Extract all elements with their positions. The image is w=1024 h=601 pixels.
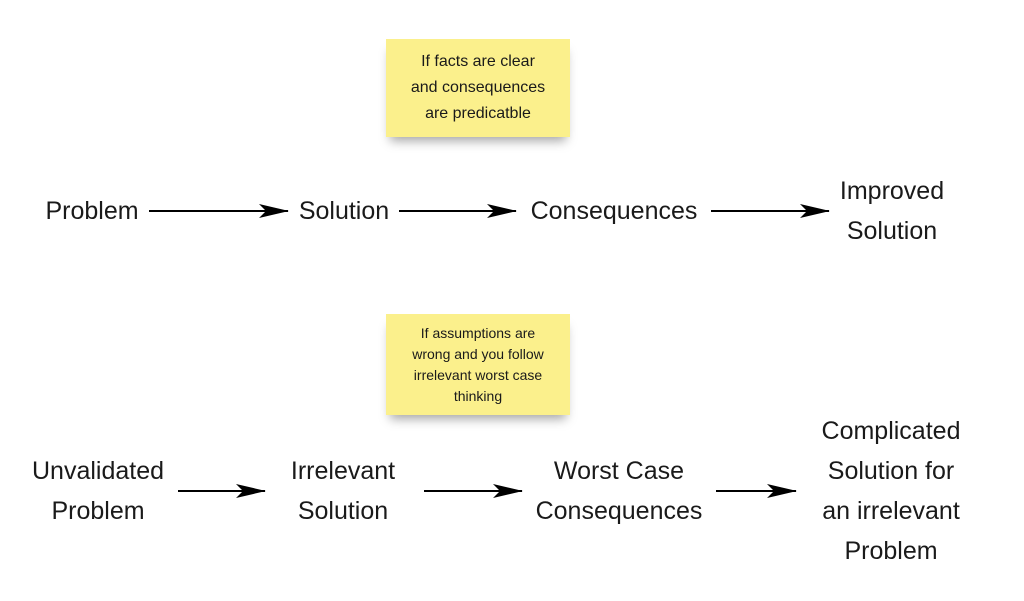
node-label: Problem (45, 197, 139, 225)
node-label: Solution for (827, 457, 955, 485)
node-label: Complicated (821, 417, 961, 445)
sticky-note-facts-clear: If facts are clear and consequences are … (386, 39, 570, 137)
sticky-note-wrong-assumptions: If assumptions are wrong and you follow … (386, 314, 570, 415)
note-line: irrelevant worst case (413, 366, 543, 383)
node-label: Solution (846, 217, 938, 245)
node-irrelevant-solution: Irrelevant Solution (268, 451, 418, 531)
node-improved-solution: Improved Solution (820, 171, 964, 251)
node-label: Solution (297, 497, 389, 525)
node-label: Problem (844, 537, 938, 565)
node-label: an irrelevant (822, 497, 960, 525)
node-label: Worst Case (553, 457, 685, 485)
node-consequences: Consequences (518, 191, 710, 231)
node-label: Irrelevant (290, 457, 396, 485)
note-line: thinking (453, 387, 503, 404)
node-solution: Solution (290, 191, 398, 231)
node-label: Improved (839, 177, 945, 205)
node-problem: Problem (36, 191, 148, 231)
node-label: Consequences (535, 497, 703, 525)
note-line: If assumptions are (420, 324, 536, 341)
note-line: wrong and you follow (412, 345, 544, 362)
note-line: If facts are clear (421, 53, 535, 70)
node-complicated-solution: Complicated Solution for an irrelevant P… (800, 411, 982, 571)
note-line: are predicatble (425, 105, 531, 122)
note-line: and consequences (410, 79, 546, 96)
node-worst-case-consequences: Worst Case Consequences (518, 451, 720, 531)
node-label: Solution (298, 197, 390, 225)
node-label: Problem (51, 497, 145, 525)
node-label: Consequences (530, 197, 698, 225)
node-label: Unvalidated (31, 457, 165, 485)
node-unvalidated-problem: Unvalidated Problem (16, 451, 180, 531)
